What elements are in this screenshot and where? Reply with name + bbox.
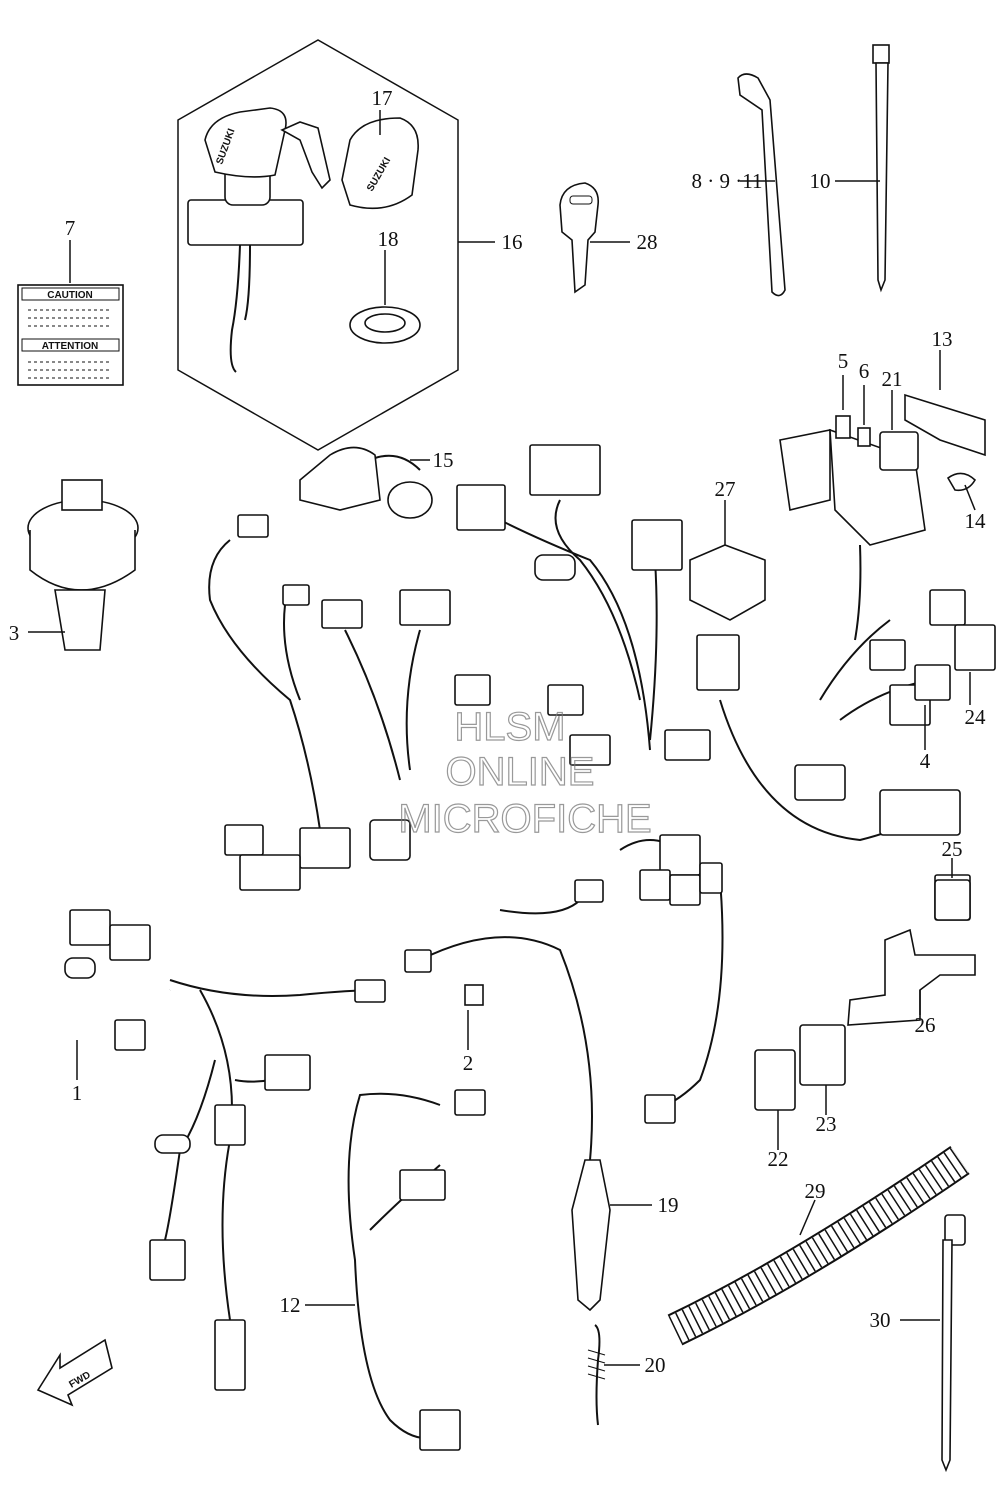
callout-13: 13 <box>932 327 953 351</box>
caution-label: CAUTION ATTENTION <box>17 284 124 386</box>
ignition-cap: SUZUKI <box>341 117 419 210</box>
coupler-25 <box>934 879 971 921</box>
callout-7: 7 <box>65 216 76 240</box>
coupler-22 <box>754 1049 796 1111</box>
sub-harness-12 <box>347 1089 486 1451</box>
bracket-26 <box>847 928 976 1026</box>
lock-nut <box>349 306 421 344</box>
attention-text: ATTENTION <box>42 341 98 352</box>
fuse-5 <box>835 415 851 439</box>
callout-25: 25 <box>942 837 963 861</box>
callout-6: 6 <box>859 359 870 383</box>
callout-12: 12 <box>280 1293 301 1317</box>
relay-21 <box>879 431 919 471</box>
bracket-13 <box>904 393 986 457</box>
main-harness <box>45 499 931 1321</box>
caution-text: CAUTION <box>47 290 93 301</box>
callout-5: 5 <box>838 349 849 373</box>
ignition-kit-group: SUZUKI SUZUKI <box>177 39 459 451</box>
ignition-switch: SUZUKI <box>187 107 331 373</box>
callout-14: 14 <box>965 509 987 533</box>
callout-15: 15 <box>433 448 454 472</box>
callout-18: 18 <box>378 227 399 251</box>
callout-16: 16 <box>502 230 523 254</box>
fuse-6 <box>857 427 871 447</box>
callout-22: 22 <box>768 1147 789 1171</box>
callout-2: 2 <box>463 1051 474 1075</box>
spare-key <box>559 182 600 294</box>
callout-24: 24 <box>965 705 987 729</box>
round-connector-3 <box>27 479 139 651</box>
callout-27: 27 <box>715 477 736 501</box>
cable-tie-10 <box>872 44 890 293</box>
socket-15 <box>299 446 433 519</box>
callout-21: 21 <box>882 367 903 391</box>
callout-8-9-11: 8 · 9 ·11 <box>692 169 763 193</box>
watermark: HLSM ONLINE MICROFICHE <box>398 704 653 841</box>
callout-3: 3 <box>9 621 20 645</box>
callout-4: 4 <box>920 749 931 773</box>
callout-28: 28 <box>637 230 658 254</box>
module-27 <box>689 544 766 621</box>
clamp-14 <box>946 472 977 492</box>
cable-tie-30 <box>941 1214 966 1473</box>
callout-23: 23 <box>816 1112 837 1136</box>
watermark-line-2: ONLINE <box>446 750 595 794</box>
callout-19: 19 <box>658 1193 679 1217</box>
fwd-arrow: FWD <box>36 1338 113 1407</box>
callout-30: 30 <box>870 1308 891 1332</box>
callout-1: 1 <box>72 1081 83 1105</box>
callout-numbers: 1 2 3 4 5 6 7 8 · 9 ·11 10 12 13 14 15 1… <box>9 86 986 1377</box>
cable-tie-8-9-11 <box>737 73 786 297</box>
leader-lines <box>28 110 976 1366</box>
callout-10: 10 <box>810 169 831 193</box>
corrugated-tube-29 <box>667 1145 970 1346</box>
watermark-line-3: MICROFICHE <box>398 797 651 841</box>
callout-29: 29 <box>805 1179 826 1203</box>
spring-20 <box>587 1324 606 1426</box>
coupler-23 <box>799 1024 846 1086</box>
callout-17: 17 <box>372 86 393 110</box>
callout-20: 20 <box>645 1353 666 1377</box>
sensor-19 <box>571 1159 611 1312</box>
callout-26: 26 <box>915 1013 936 1037</box>
watermark-line-1: HLSM <box>454 705 565 749</box>
